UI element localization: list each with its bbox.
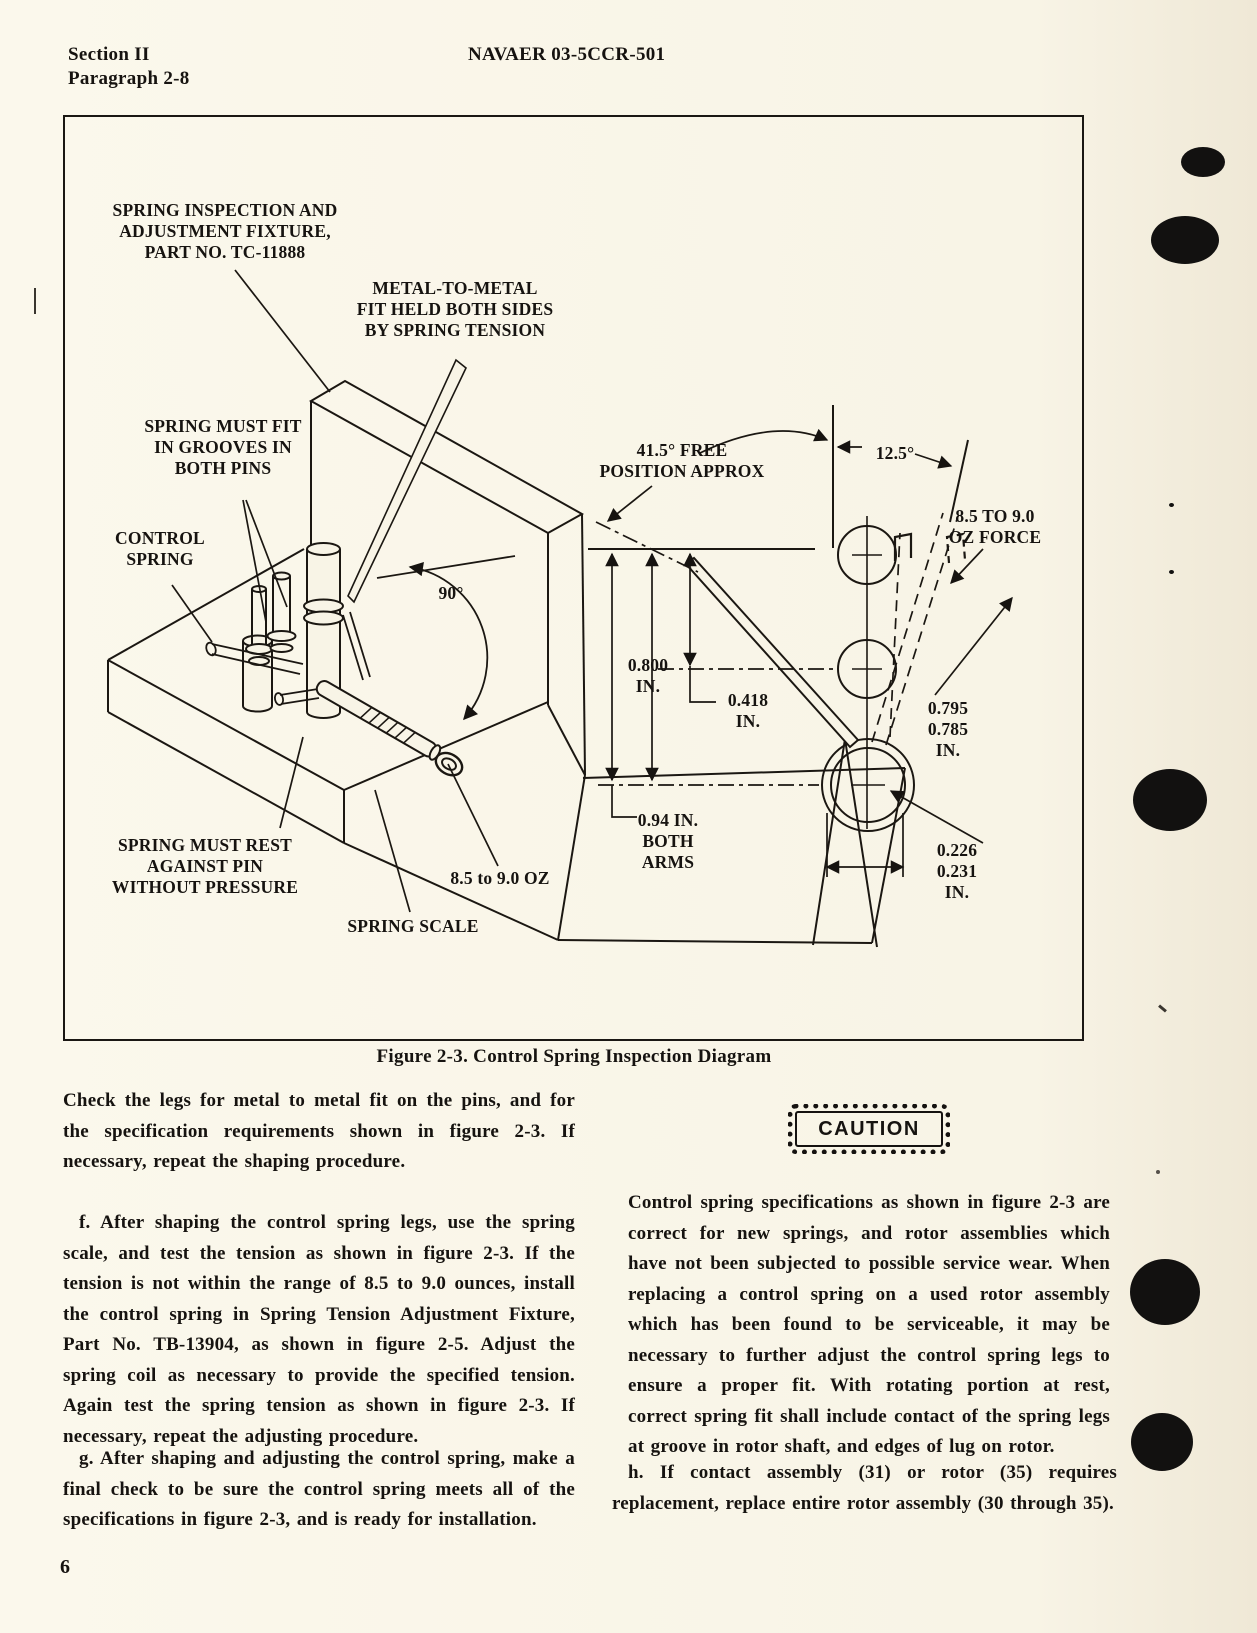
label-oz: 8.5 to 9.0 OZ <box>450 868 550 888</box>
label-dim-094: 0.94 IN. BOTH ARMS <box>637 810 699 872</box>
label-dim-0418: 0.418 IN. <box>727 690 769 731</box>
label-grooves: SPRING MUST FIT IN GROOVES IN BOTH PINS <box>144 416 302 478</box>
control-spring-wire <box>205 611 371 706</box>
page-number: 6 <box>60 1556 70 1578</box>
caution-box: CAUTION <box>788 1104 950 1154</box>
label-dim-0226: 0.226 0.231 IN. <box>936 840 978 902</box>
label-fixture: SPRING INSPECTION AND ADJUSTMENT FIXTURE… <box>112 200 338 262</box>
label-free-position: 41.5° FREE POSITION APPROX <box>599 440 765 481</box>
angle-90-arc <box>408 561 489 721</box>
scan-dot-3 <box>1133 769 1207 831</box>
paragraph-f: f. After shaping the control spring legs… <box>63 1212 575 1447</box>
paragraph-h: h. If contact assembly (31) or rotor (35… <box>612 1462 1117 1514</box>
label-spring-scale: SPRING SCALE <box>347 916 479 936</box>
spring-coil-outer <box>821 738 915 832</box>
label-angle-12-5: 12.5° <box>875 443 915 463</box>
spring-coil-inner <box>830 747 906 823</box>
spring-scale-drawing <box>315 680 464 777</box>
large-pin <box>306 549 341 719</box>
scan-dot-1 <box>1181 147 1225 177</box>
figure-caption: Figure 2-3. Control Spring Inspection Di… <box>376 1046 772 1067</box>
angle-415-arc-arrow <box>699 428 829 454</box>
scan-speck-2 <box>1169 570 1174 574</box>
caution-label: CAUTION <box>795 1111 943 1147</box>
control-spring-inspection-diagram <box>107 269 1013 948</box>
scan-mark-right-2 <box>1156 1170 1160 1174</box>
label-rest: SPRING MUST REST AGAINST PIN WITHOUT PRE… <box>111 835 299 897</box>
paragraph-caution: Control spring specifications as shown i… <box>628 1192 1110 1457</box>
deflected-arm-dashed <box>871 512 944 743</box>
dim-0795-arrow <box>934 596 1013 696</box>
scan-mark-right-1 <box>1158 1004 1167 1013</box>
force-leader-arrow <box>950 548 984 584</box>
leader-lines <box>171 269 499 913</box>
scan-speck-1 <box>1169 503 1174 507</box>
paragraph-g: g. After shaping and adjusting the contr… <box>63 1448 575 1530</box>
scan-mark-left <box>34 288 36 314</box>
label-metal-to-metal: METAL-TO-METAL FIT HELD BOTH SIDES BY SP… <box>356 278 554 340</box>
document-number: NAVAER 03-5CCR-501 <box>468 44 666 65</box>
label-angle-90: 90° <box>438 583 464 603</box>
scan-dot-2 <box>1151 216 1219 264</box>
section-heading: Section II <box>68 44 150 65</box>
scan-dot-4 <box>1130 1259 1200 1325</box>
scan-dot-5 <box>1131 1413 1193 1471</box>
label-control-spring: CONTROL SPRING <box>115 528 205 569</box>
label-dim-0795: 0.795 0.785 IN. <box>927 698 969 760</box>
label-force: 8.5 TO 9.0 OZ FORCE <box>948 506 1042 547</box>
paragraph-heading: Paragraph 2-8 <box>68 68 190 89</box>
label-dim-0800: 0.800 IN. <box>627 655 669 696</box>
figure-2-3-frame: SPRING INSPECTION AND ADJUSTMENT FIXTURE… <box>63 115 1084 1041</box>
paragraph-intro: Check the legs for metal to metal fit on… <box>63 1090 575 1172</box>
small-pin-b <box>272 576 291 634</box>
